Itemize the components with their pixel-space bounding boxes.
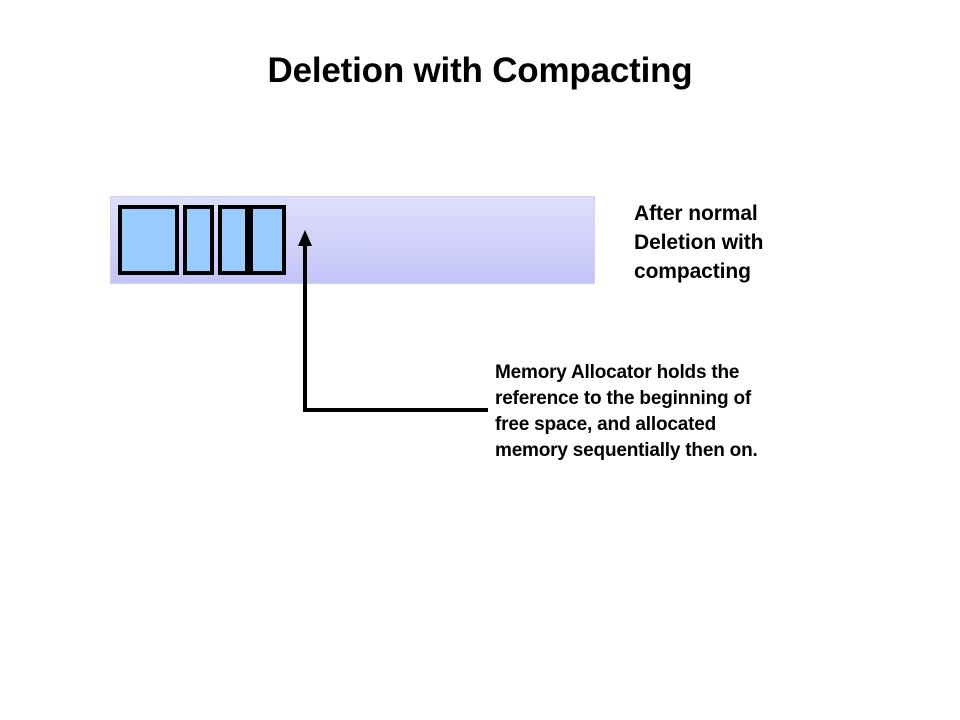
page-title-strong: Compacting [492, 51, 693, 90]
page-title-normal: Deletion with [267, 51, 493, 90]
allocated-block-2 [183, 205, 214, 275]
page-title: Deletion with Compacting [0, 50, 960, 92]
allocated-block-4 [249, 205, 286, 275]
allocated-block-1 [118, 205, 179, 275]
allocated-block-3 [218, 205, 249, 275]
allocator-note-label: Memory Allocator holds the reference to … [495, 362, 758, 461]
after-deletion-label: After normal Deletion with compacting [634, 202, 764, 283]
